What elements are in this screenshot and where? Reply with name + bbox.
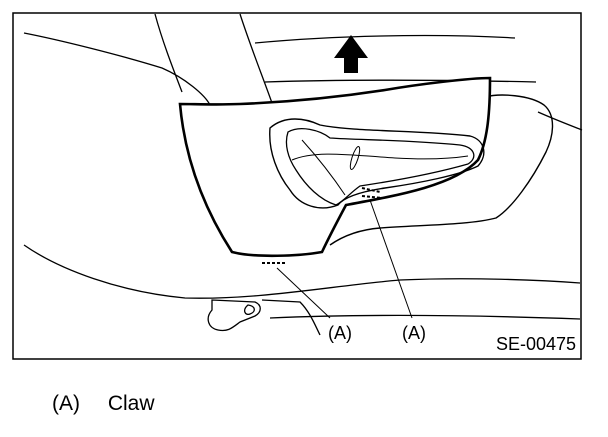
- handle-recess: [269, 118, 485, 209]
- figure-code: SE-00475: [496, 334, 576, 354]
- direction-arrow-icon: [334, 35, 368, 73]
- claw-markers: [262, 187, 383, 264]
- legend-key: (A): [52, 392, 80, 415]
- legend-text: Claw: [107, 392, 155, 415]
- legend: (A) Claw: [52, 392, 155, 416]
- leader-lines: [276, 199, 413, 319]
- lower-bracket: [207, 299, 321, 336]
- lever-inner-edge: [301, 139, 346, 196]
- claw-callout-left: (A): [328, 323, 352, 343]
- claw-callout-right: (A): [402, 323, 426, 343]
- lever-slot: [349, 146, 361, 170]
- vehicle-body-lines: [23, 13, 583, 320]
- handle-cover: [178, 76, 492, 258]
- door-handle-lever: [285, 128, 475, 206]
- lever-edge: [291, 153, 469, 161]
- figure-frame: [12, 12, 582, 360]
